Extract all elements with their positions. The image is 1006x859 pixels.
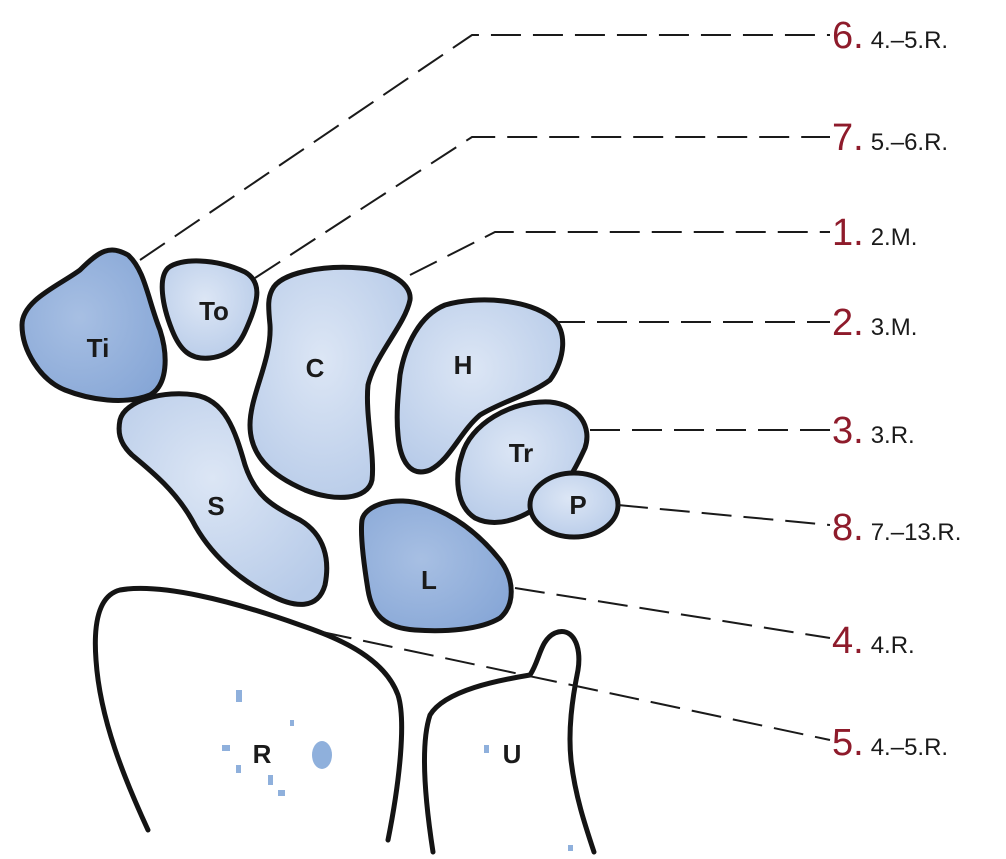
ossification-label-4: 4. 4.R. [832,620,915,662]
ossification-age: 3.R. [871,422,915,449]
capitate-bone [250,267,410,497]
ossification-age: 4.R. [871,632,915,659]
bone-label-p: P [569,490,586,520]
ossification-age: 3.M. [871,314,918,341]
bone-label-r: R [253,739,272,769]
ossification-label-3: 3. 3.R. [832,410,915,452]
ossification-age: 4.–5.R. [871,27,948,54]
ossification-number: 1. [832,212,864,254]
bone-label-h: H [454,350,473,380]
ossification-label-8: 8. 7.–13.R. [832,507,961,549]
ossification-number: 8. [832,507,864,549]
bone-label-u: U [503,739,522,769]
ossification-number: 6. [832,15,864,57]
ossification-age: 2.M. [871,224,918,251]
bone-label-to: To [199,296,229,326]
bone-label-c: C [306,353,325,383]
ossification-label-1: 1. 2.M. [832,212,917,254]
ossification-number: 4. [832,620,864,662]
ossification-age: 7.–13.R. [871,519,962,546]
ossification-label-2: 2. 3.M. [832,302,917,344]
bone-label-s: S [207,491,224,521]
ossification-age: 4.–5.R. [871,734,948,761]
trapezium-bone [22,250,165,400]
ossification-number: 5. [832,722,864,764]
ossification-label-6: 6. 4.–5.R. [832,15,948,57]
ossification-number: 7. [832,117,864,159]
ossification-number: 2. [832,302,864,344]
bone-label-tr: Tr [509,438,534,468]
ossification-number: 3. [832,410,864,452]
ossification-label-5: 5. 4.–5.R. [832,722,948,764]
ossification-age: 5.–6.R. [871,129,948,156]
radius-outline [95,588,401,840]
bone-label-l: L [421,565,437,595]
bone-label-ti: Ti [87,333,110,363]
ossification-label-7: 7. 5.–6.R. [832,117,948,159]
